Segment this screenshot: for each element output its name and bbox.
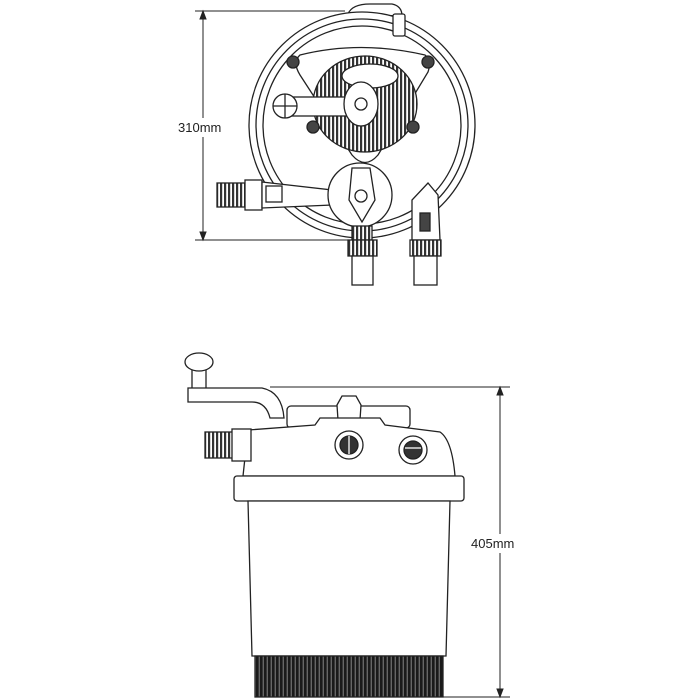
grill-window [341,63,399,89]
outlet-barb-2 [413,255,438,286]
tank-body [247,500,451,657]
screws [286,55,435,134]
outlet-barb-1 [351,255,374,286]
outlet-nut-2 [409,239,442,257]
outlet-nut-1 [347,239,378,257]
width-dimension-label: 310mm [178,118,222,137]
height-dimension-label: 405mm [471,534,515,553]
handle-knob [184,352,214,372]
inlet-barb-top [216,182,246,208]
lid-flange [233,475,465,502]
lid-clip [392,13,406,37]
inlet-barb-side [204,431,234,459]
side-view [184,352,510,699]
inlet-nut-top [244,179,263,211]
handle-arm [187,387,285,419]
valve-stem [336,395,362,421]
top-view [195,3,476,286]
ribbed-base [254,655,444,698]
inlet-nut-side [231,428,252,462]
